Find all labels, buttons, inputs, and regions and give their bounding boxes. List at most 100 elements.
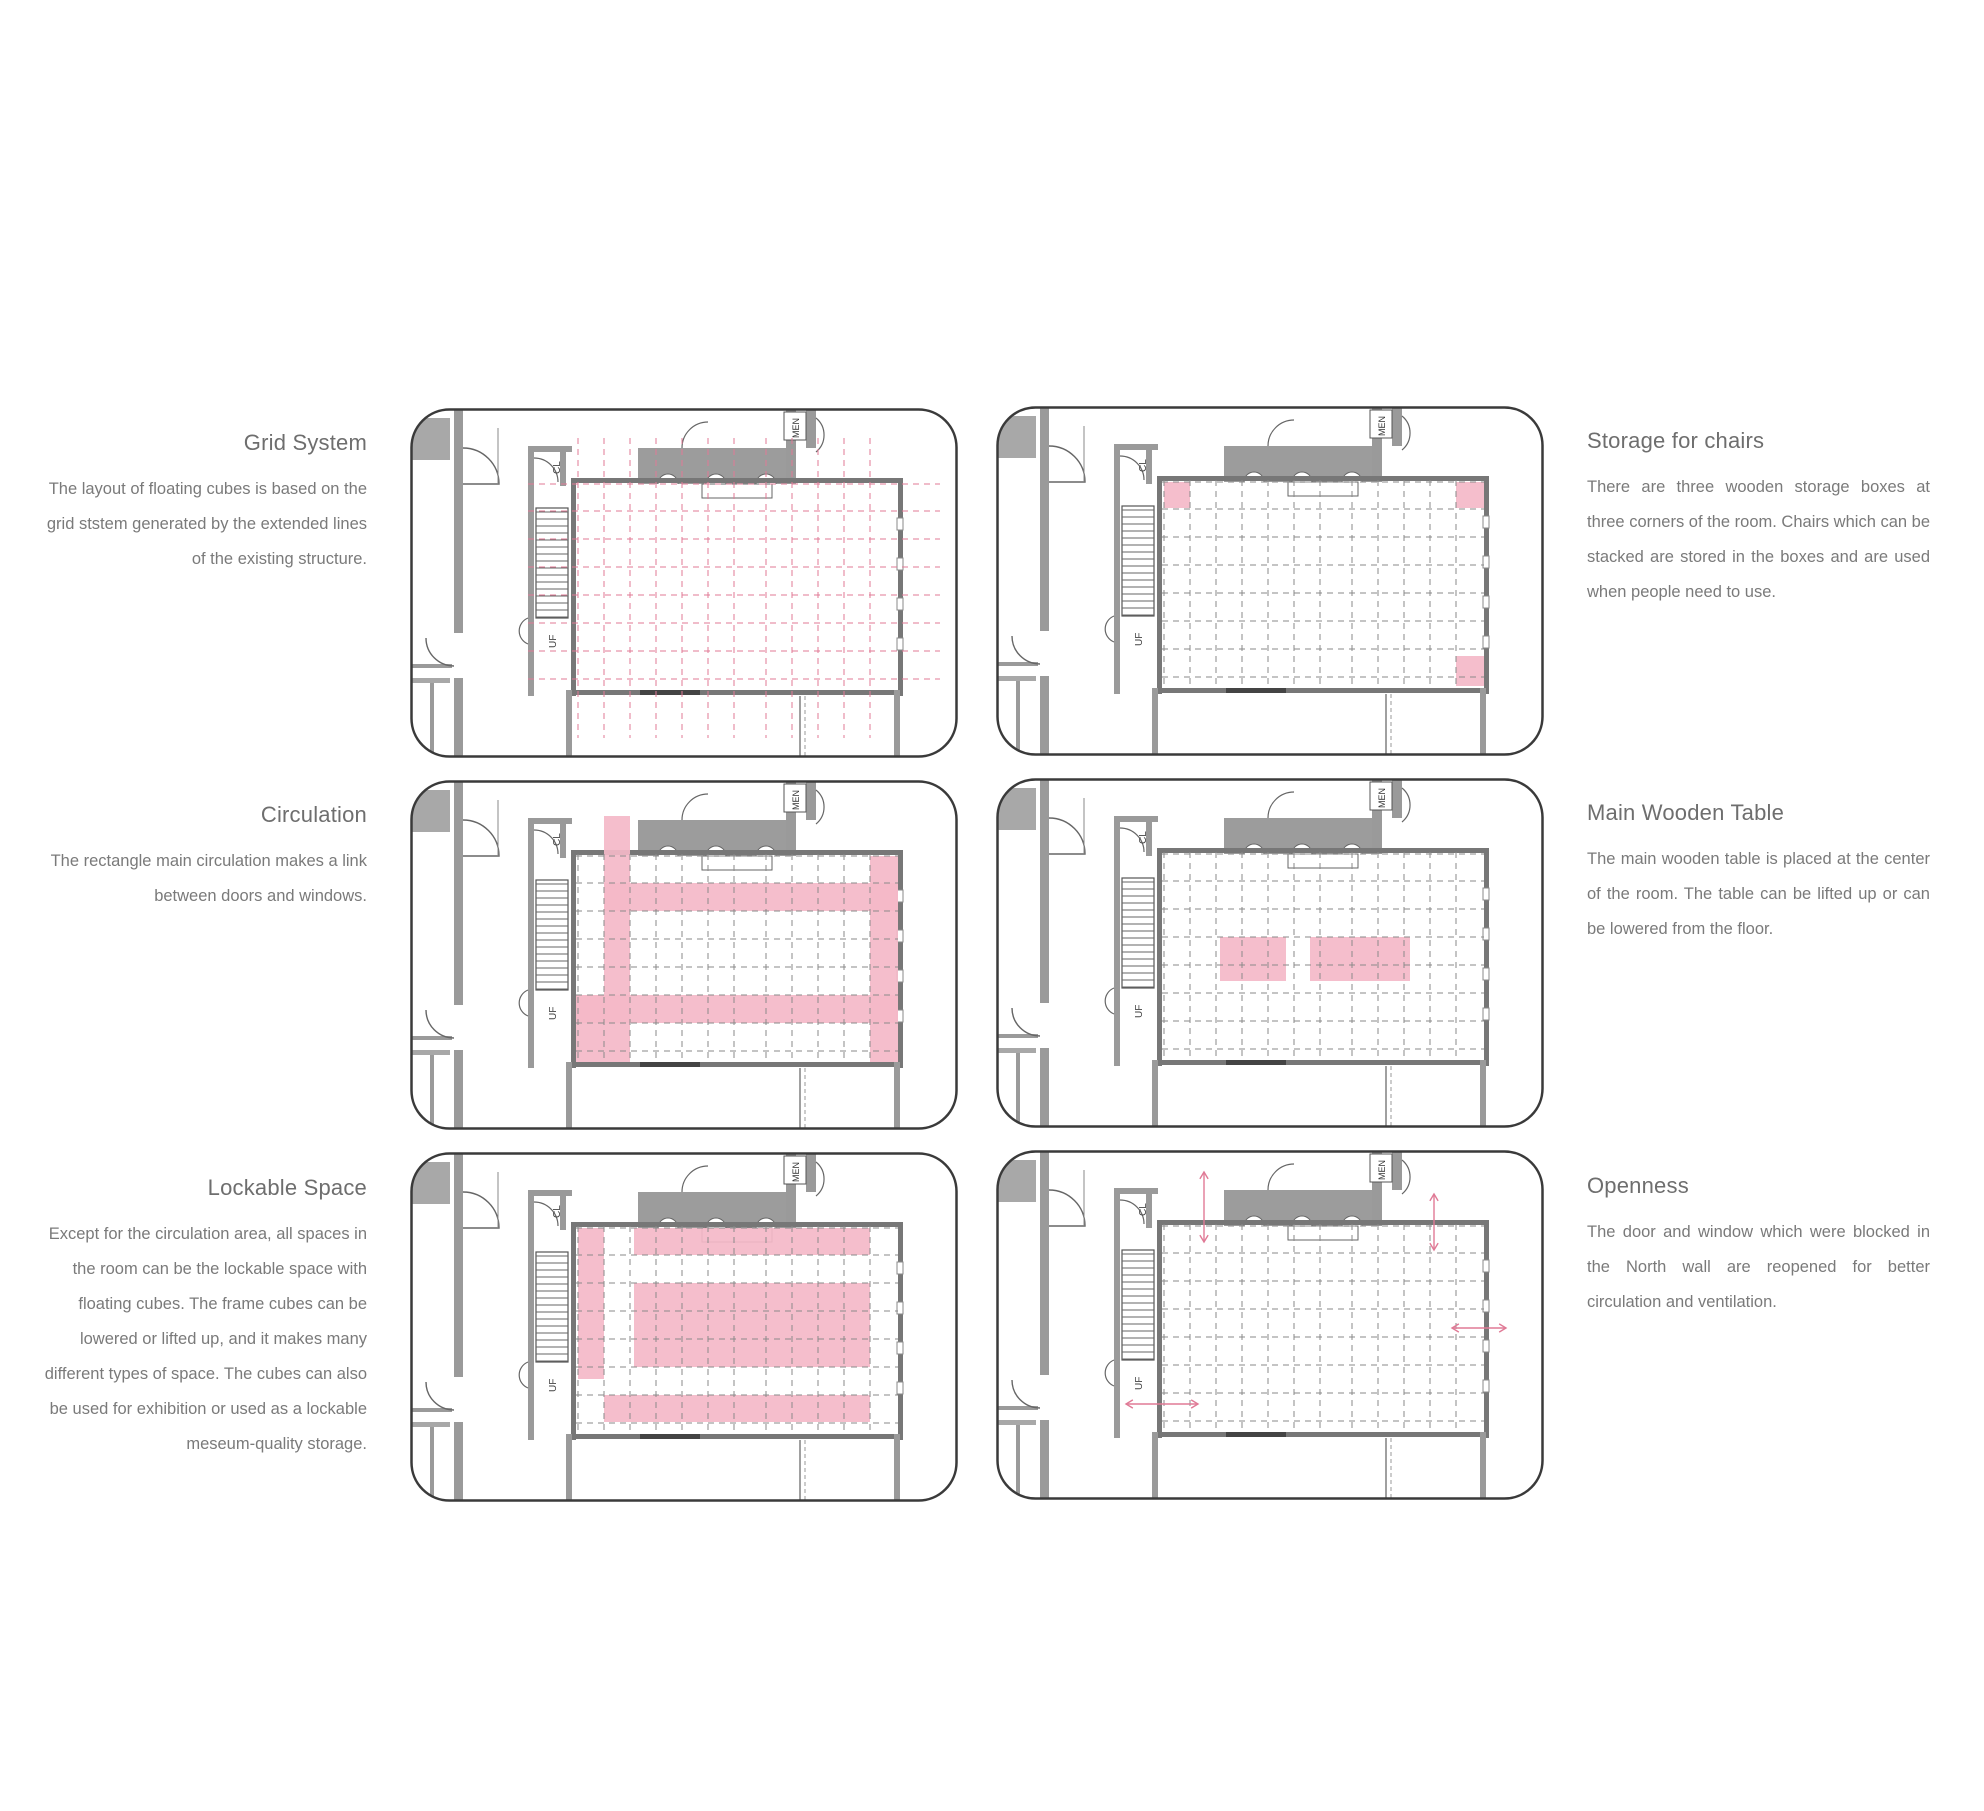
room-wall-west — [1157, 848, 1162, 1066]
sign-box — [1369, 781, 1393, 811]
wall-vertical — [1040, 676, 1049, 755]
wall-block — [997, 1420, 1036, 1425]
east-window — [896, 637, 904, 651]
south-window — [640, 690, 700, 695]
wall-vertical — [454, 781, 463, 1005]
wall-vertical — [806, 409, 816, 448]
stair — [535, 507, 569, 619]
room-wall-south — [1157, 1432, 1489, 1437]
panel-frame — [996, 1150, 1544, 1500]
room-wall-north — [1157, 476, 1489, 481]
room-wall-west — [1157, 476, 1162, 694]
opening-arrow-west — [1124, 1399, 1200, 1409]
plan-overlay — [528, 438, 940, 738]
wall-vertical — [430, 1427, 434, 1501]
wall-block — [997, 676, 1036, 681]
wall-vertical — [1016, 1053, 1020, 1127]
door-swing — [425, 1381, 455, 1411]
wall-vertical — [894, 1062, 900, 1129]
label-cl: CL — [552, 1205, 563, 1218]
room-wall-north — [1157, 848, 1489, 853]
wall-vertical — [1114, 1188, 1120, 1438]
hearth — [701, 483, 773, 499]
hearth — [1287, 1225, 1359, 1241]
label-men: MEN — [1377, 788, 1387, 808]
door-swing — [1011, 1379, 1041, 1409]
caption-main-wooden-table: Main Wooden Table The main wooden table … — [1587, 800, 1930, 947]
room-wall-south — [571, 1062, 903, 1067]
wall-vertical — [1114, 444, 1120, 694]
hearth — [1287, 853, 1359, 869]
caption-title: Storage for chairs — [1587, 428, 1765, 453]
wall-block — [411, 1422, 450, 1427]
wall-vertical — [1480, 688, 1486, 755]
label-cl: CL — [552, 461, 563, 474]
wall-vertical — [528, 1190, 534, 1440]
wall-vertical — [566, 1434, 572, 1501]
main-table — [1310, 937, 1410, 981]
east-window — [896, 1301, 904, 1315]
wall-vertical — [560, 1190, 566, 1230]
wall-block — [411, 1162, 450, 1204]
wall-vertical — [454, 409, 463, 633]
wall-horizontal — [411, 664, 452, 668]
panel-frame — [410, 1152, 958, 1502]
wall-block — [411, 678, 450, 683]
wall-vertical — [786, 409, 796, 484]
label-uf: UF — [548, 635, 559, 648]
wall-vertical — [1040, 1151, 1049, 1375]
wall-block — [411, 418, 450, 460]
caption-title: Openness — [1587, 1173, 1689, 1198]
label-men: MEN — [791, 418, 801, 438]
south-window — [1226, 1060, 1286, 1065]
plan-overlay — [576, 816, 898, 1062]
label-men: MEN — [791, 1162, 801, 1182]
room-wall-east — [1484, 476, 1489, 694]
caption-text: The door and window which were blocked i… — [1587, 1223, 1930, 1311]
east-window — [1482, 555, 1490, 569]
door-swing — [462, 1191, 500, 1229]
wall-horizontal — [1114, 444, 1158, 450]
wall-vertical — [894, 1434, 900, 1501]
wall-vertical — [1016, 681, 1020, 755]
caption-text: The main wooden table is placed at the c… — [1587, 850, 1930, 938]
east-window — [896, 597, 904, 611]
wall-vertical — [1480, 1060, 1486, 1127]
wall-horizontal — [997, 1406, 1038, 1410]
wall-vertical — [1152, 688, 1158, 755]
wall-horizontal — [528, 1190, 572, 1196]
wall-vertical — [566, 690, 572, 757]
door-swing — [1048, 817, 1086, 855]
room-wall-south — [571, 1434, 903, 1439]
circulation-path — [604, 883, 898, 911]
storage-box — [1456, 656, 1484, 686]
wall-vertical — [1040, 407, 1049, 631]
wall-vertical — [454, 1153, 463, 1377]
storage-box — [1456, 482, 1484, 508]
caption-title: Main Wooden Table — [1587, 800, 1785, 825]
sign-box — [1369, 409, 1393, 439]
east-window — [1482, 1007, 1490, 1021]
sign-box — [1369, 1153, 1393, 1183]
wall-horizontal — [528, 818, 572, 824]
panel-frame — [996, 406, 1544, 756]
room-wall-east — [1484, 1220, 1489, 1438]
lockable-cube — [578, 1228, 604, 1379]
wall-vertical — [1146, 1188, 1152, 1228]
wall-vertical — [566, 1062, 572, 1129]
caption-title: Circulation — [260, 802, 367, 827]
stair — [535, 879, 569, 991]
room-wall-east — [1484, 848, 1489, 1066]
plan-overlay — [1162, 480, 1484, 688]
door-swing — [1267, 791, 1295, 819]
caption-circulation: Circulation The rectangle main circulati… — [45, 802, 367, 914]
label-men: MEN — [1377, 1160, 1387, 1180]
wall-vertical — [1146, 444, 1152, 484]
door-swing — [1011, 1007, 1041, 1037]
plan-overlay — [576, 1226, 898, 1434]
